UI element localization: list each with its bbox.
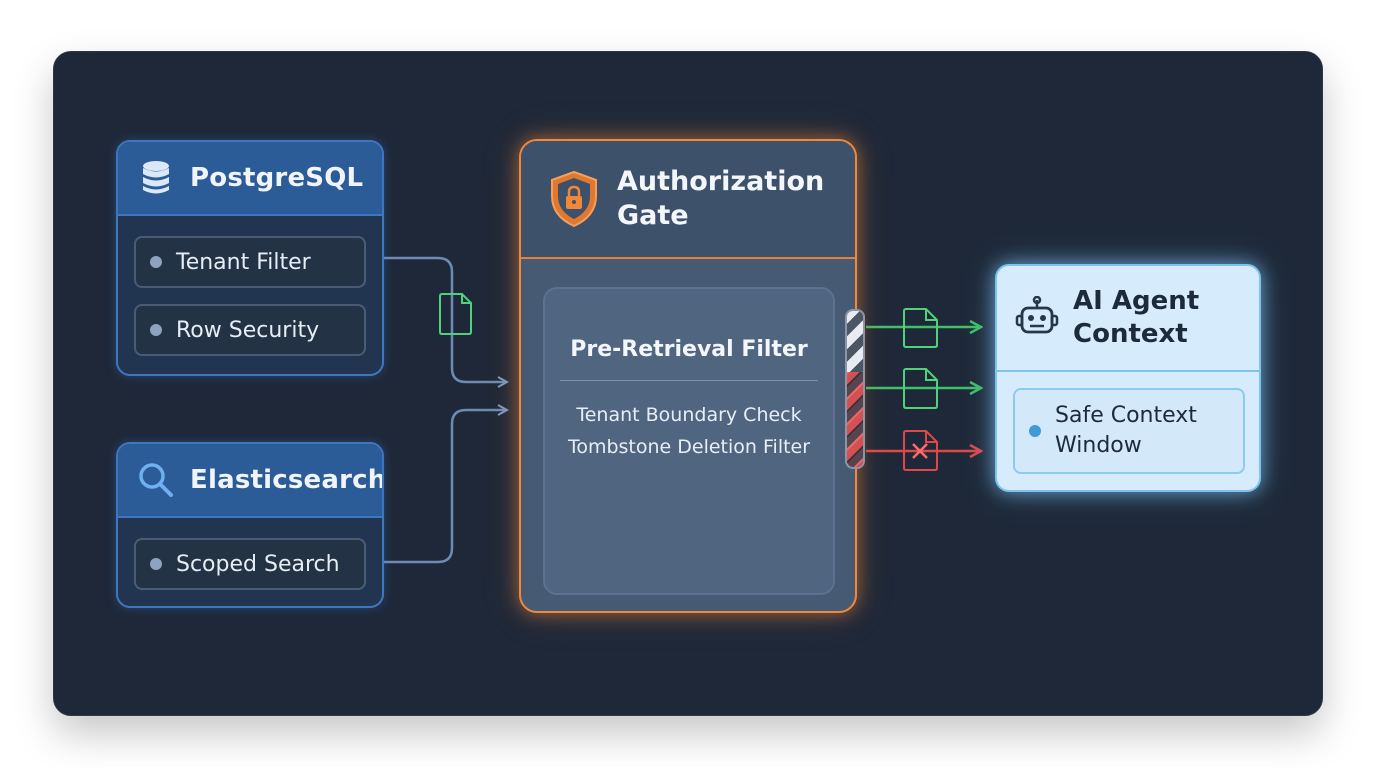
divider — [560, 380, 818, 381]
list-item: Safe Context Window — [1013, 388, 1245, 474]
filter-barrier — [845, 309, 865, 469]
item-label: Tenant Filter — [176, 249, 311, 275]
postgresql-title: PostgreSQL — [190, 163, 364, 193]
search-icon — [138, 462, 174, 498]
item-label: Row Security — [176, 317, 320, 343]
agent-header: AI Agent Context — [997, 266, 1259, 372]
postgresql-card: PostgreSQL Tenant Filter Row Security — [116, 140, 384, 376]
item-label: Scoped Search — [176, 551, 340, 577]
list-item: Row Security — [134, 304, 366, 356]
check-item: Tenant Boundary Check — [576, 404, 802, 426]
pre-retrieval-filter-panel: Pre-Retrieval Filter Tenant Boundary Che… — [543, 287, 835, 595]
check-item: Tombstone Deletion Filter — [567, 436, 811, 458]
bullet — [150, 324, 162, 336]
item-label: Safe Context Window — [1055, 403, 1197, 458]
bullet — [1029, 425, 1041, 437]
bullet — [150, 256, 162, 268]
elasticsearch-title: Elasticsearch — [190, 465, 384, 495]
authorization-gate-card: Authorization Gate Pre-Retrieval Filter … — [519, 139, 857, 613]
list-item: Scoped Search — [134, 538, 366, 590]
filter-title: Pre-Retrieval Filter — [570, 337, 808, 362]
gate-title: Authorization Gate — [617, 166, 825, 231]
elasticsearch-header: Elasticsearch — [118, 444, 382, 518]
ai-agent-card: AI Agent Context Safe Context Window — [995, 264, 1261, 492]
bullet — [150, 558, 162, 570]
shield-lock-icon — [547, 169, 601, 229]
robot-icon — [1015, 295, 1059, 340]
elasticsearch-card: Elasticsearch Scoped Search — [116, 442, 384, 608]
gate-header: Authorization Gate — [521, 141, 855, 259]
database-icon — [138, 160, 174, 196]
list-item: Tenant Filter — [134, 236, 366, 288]
agent-title: AI Agent Context — [1073, 286, 1200, 349]
postgresql-header: PostgreSQL — [118, 142, 382, 216]
